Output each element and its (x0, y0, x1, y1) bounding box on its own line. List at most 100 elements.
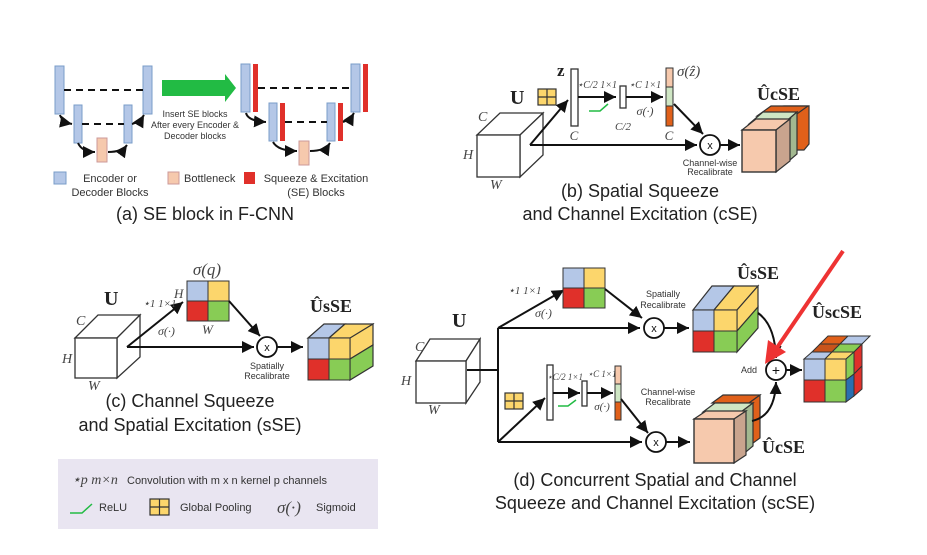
conv-label: ⋆1 1×1 (508, 285, 542, 297)
recalibrate-note: Channel-wise (641, 387, 696, 397)
reduced-vector (581, 380, 588, 407)
sigmoid-label: σ(·) (594, 401, 610, 413)
dim-c-label: C (665, 128, 674, 143)
relu-icon (70, 503, 93, 514)
u-label: U (510, 87, 524, 109)
add-label: Add (741, 365, 757, 375)
arrow-text: After every Encoder & (151, 120, 239, 130)
conv-2-label: ⋆C 1×1 (588, 369, 617, 379)
dim-h-label: H (400, 374, 412, 389)
dim-h-label: H (462, 148, 474, 163)
encoder-block (73, 104, 83, 144)
encoder-block (54, 65, 65, 115)
sigmoid-symbol: σ(·) (277, 498, 301, 517)
sse-output-label: ÛsSE (310, 295, 352, 316)
excitation-vector (665, 67, 674, 127)
insert-arrow-icon (162, 74, 236, 102)
spatial-map (186, 280, 230, 322)
conv-2-label: ⋆C 1×1 (629, 80, 661, 91)
dim-w-label: W (202, 322, 214, 337)
panel-c-caption: (c) Channel Squeeze (105, 391, 274, 411)
conv-1-label: ⋆C/2 1×1 (547, 372, 583, 382)
dim-h-label: H (61, 352, 73, 367)
recalibrate-note: Channel-wise (683, 158, 738, 168)
pooling-label: Global Pooling (180, 502, 252, 514)
svg-text:x: x (264, 342, 270, 354)
panel-c: U C H W ⋆1 1×1 σ(·) σ(q) H W x Spatially… (61, 260, 375, 435)
relu-icon (558, 399, 577, 407)
panel-c-caption: and Spatial Excitation (sSE) (78, 415, 301, 435)
encoder-legend-label: Encoder or (83, 173, 137, 185)
sse-output-label: ÛsSE (737, 262, 779, 283)
notation-legend: ⋆p m×n Convolution with m x n kernel p c… (58, 459, 378, 529)
panel-d-caption: (d) Concurrent Spatial and Channel (513, 470, 796, 490)
global-pooling-icon (537, 88, 557, 106)
se-legend-label: (SE) Blocks (287, 187, 345, 199)
se-legend-label: Squeeze & Excitation (264, 173, 369, 185)
recalibrate-note: Recalibrate (640, 300, 686, 310)
sse-output-cube (691, 284, 760, 354)
dim-h-label: H (173, 286, 184, 301)
reduced-vector (619, 85, 627, 109)
spatial-map (562, 267, 606, 309)
encoder-legend-swatch (53, 171, 67, 185)
relu-label: ReLU (99, 502, 127, 514)
u-label: U (104, 288, 118, 310)
arrow-text: Insert SE blocks (162, 109, 228, 119)
panel-d-caption: Squeeze and Channel Excitation (scSE) (495, 493, 815, 513)
svg-text:+: + (772, 362, 780, 378)
decoder-block (142, 65, 153, 115)
panel-b-caption: and Channel Excitation (cSE) (522, 204, 757, 224)
u-label: U (452, 310, 466, 332)
scse-output-cube (802, 335, 872, 403)
panel-a: Insert SE blocks After every Encoder & D… (53, 63, 369, 224)
cse-output-cube (740, 105, 810, 174)
sigmoid-label: Sigmoid (316, 502, 356, 514)
encoder-legend-label: Decoder Blocks (71, 187, 149, 199)
svg-text:x: x (651, 323, 657, 335)
global-pooling-icon (504, 392, 524, 410)
dim-w-label: W (88, 379, 101, 394)
panel-a-caption: (a) SE block in F-CNN (116, 204, 294, 224)
cse-output-label: ÛcSE (757, 83, 800, 104)
bottleneck-legend-swatch (167, 171, 180, 185)
panel-d: U C H W ⋆1 1×1 σ(·) x Spatially Recalibr… (400, 249, 872, 513)
se-legend-swatch (244, 172, 255, 184)
scse-output-label: ÛscSE (812, 301, 862, 322)
recalibrate-note: Recalibrate (244, 371, 290, 381)
sigmoid-label: σ(·) (637, 104, 654, 118)
svg-text:x: x (653, 437, 659, 449)
dim-w-label: W (428, 403, 441, 418)
excitation-vector (614, 365, 622, 421)
recalibrate-note: Recalibrate (687, 167, 733, 177)
dim-half-label: C/2 (615, 121, 631, 133)
sigma-z-label: σ(ẑ) (677, 64, 700, 80)
z-vector (570, 68, 579, 127)
legend-background (58, 459, 378, 529)
dim-c-label: C (76, 314, 86, 329)
sse-output-cube (306, 322, 375, 382)
conv-symbol: ⋆p m×n (72, 473, 118, 488)
conv-label: ⋆1 1×1 (143, 298, 177, 310)
dim-c-label: C (415, 340, 425, 355)
recalibrate-note: Recalibrate (645, 397, 691, 407)
panel-b-caption: (b) Spatial Squeeze (561, 181, 719, 201)
conv-1-label: ⋆C/2 1×1 (577, 80, 617, 91)
panel-b: U C H W z C ⋆C/2 1×1 C/2 ⋆C 1×1 σ(·) σ(ẑ… (462, 61, 810, 224)
global-pooling-icon (149, 498, 170, 516)
z-label: z (557, 61, 565, 80)
conv-description: Convolution with m x n kernel p channels (127, 475, 327, 487)
sigmoid-label: σ(·) (158, 324, 175, 338)
input-cube (414, 336, 482, 406)
cse-output-label: ÛcSE (762, 436, 805, 457)
bottleneck-legend-label: Bottleneck (184, 173, 236, 185)
decoder-block (123, 104, 133, 144)
sigmoid-label: σ(·) (535, 306, 552, 320)
dim-c-label: C (570, 128, 579, 143)
recalibrate-note: Spatially (250, 361, 285, 371)
arrow-text: Decoder blocks (164, 131, 227, 141)
cse-output-cube (692, 393, 762, 465)
svg-text:x: x (707, 140, 713, 152)
relu-icon (589, 103, 609, 112)
